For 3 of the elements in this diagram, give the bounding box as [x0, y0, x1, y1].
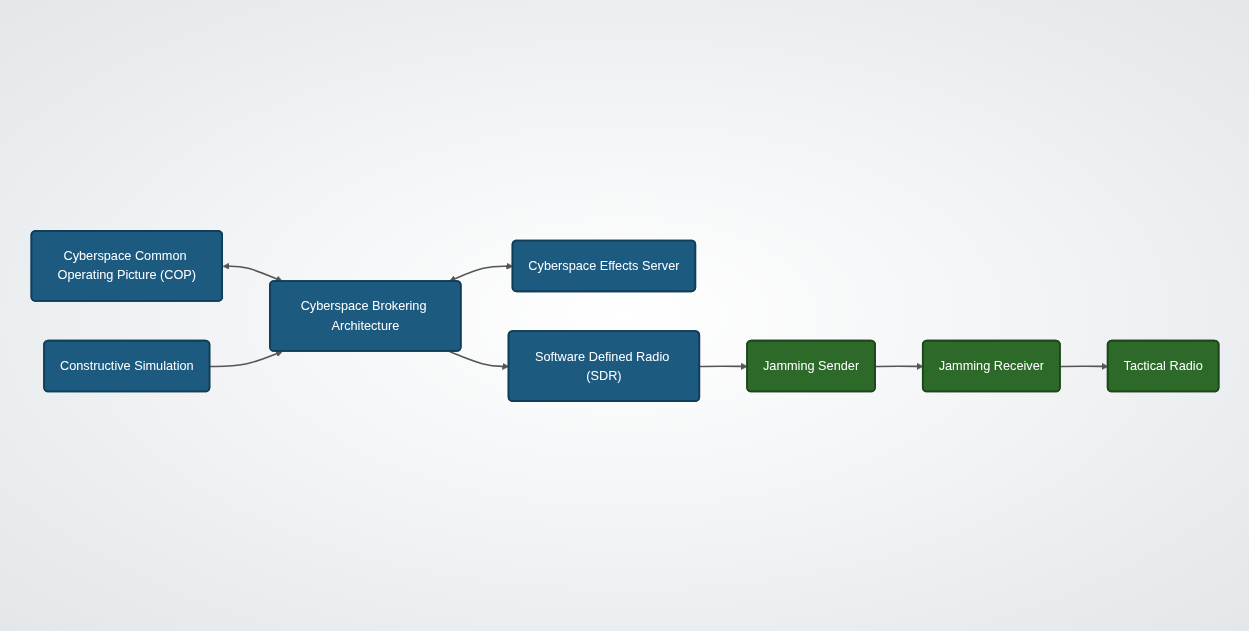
- arrow: [874, 362, 923, 370]
- arrow: [1059, 362, 1108, 370]
- arrow: [222, 262, 283, 282]
